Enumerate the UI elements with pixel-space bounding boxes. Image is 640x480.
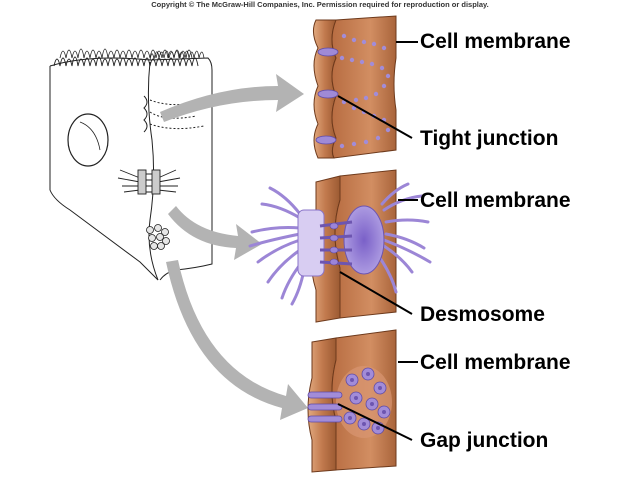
arrow-to-desmosome: [168, 206, 262, 260]
desmosome-panel: [248, 169, 432, 323]
arrow-to-gap-junction: [166, 260, 308, 420]
sketch-desmosome: [117, 169, 181, 195]
leader-desmosome: [339, 271, 413, 315]
label-desmosome: Desmosome: [420, 303, 545, 326]
leader-gap-junction: [337, 403, 413, 441]
arrow-to-tight-junction: [160, 74, 304, 122]
pointer-arrows: [160, 74, 308, 420]
channel-tubes: [307, 391, 343, 423]
label-cell-membrane-middle: Cell membrane: [420, 189, 571, 212]
tight-junction-panel: [312, 15, 418, 159]
label-cell-membrane-top: Cell membrane: [420, 30, 571, 53]
copyright-notice: Copyright © The McGraw-Hill Companies, I…: [151, 0, 489, 9]
plaque-right: [343, 205, 385, 275]
sketch-gap-junction: [146, 224, 170, 250]
label-gap-junction: Gap junction: [420, 429, 549, 452]
label-tight-junction: Tight junction: [420, 127, 559, 150]
epithelial-cell-drawing: [49, 48, 213, 281]
label-cell-membrane-bottom: Cell membrane: [420, 351, 571, 374]
intermediate-filaments: [248, 182, 432, 306]
leader-tight-junction: [337, 95, 413, 139]
membrane-right-1: [331, 15, 397, 159]
gap-junction-panel: [307, 329, 418, 473]
plaque-left: [297, 209, 325, 277]
nucleus-shape: [67, 113, 109, 167]
